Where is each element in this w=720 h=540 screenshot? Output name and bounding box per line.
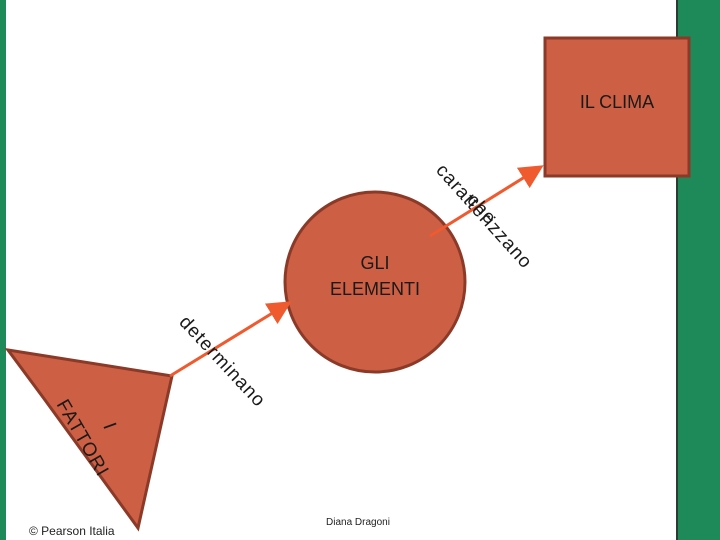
fattori-triangle[interactable] bbox=[4, 347, 174, 532]
arrow-to-elementi bbox=[169, 301, 292, 378]
elementi-label-line2: ELEMENTI bbox=[329, 279, 421, 299]
arrow-to-clima bbox=[429, 165, 544, 238]
copyright-text: © Pearson Italia bbox=[29, 524, 115, 538]
elementi-circle[interactable] bbox=[283, 190, 467, 374]
left-accent-bar bbox=[0, 0, 6, 540]
right-accent-divider bbox=[676, 0, 678, 540]
clima-label: IL CLIMA bbox=[579, 92, 655, 112]
author-text: Diana Dragoni bbox=[326, 517, 390, 528]
elementi-label-line1: GLI bbox=[360, 253, 390, 273]
clima-box[interactable] bbox=[543, 36, 691, 178]
elementi-label: GLI ELEMENTI bbox=[285, 250, 465, 302]
